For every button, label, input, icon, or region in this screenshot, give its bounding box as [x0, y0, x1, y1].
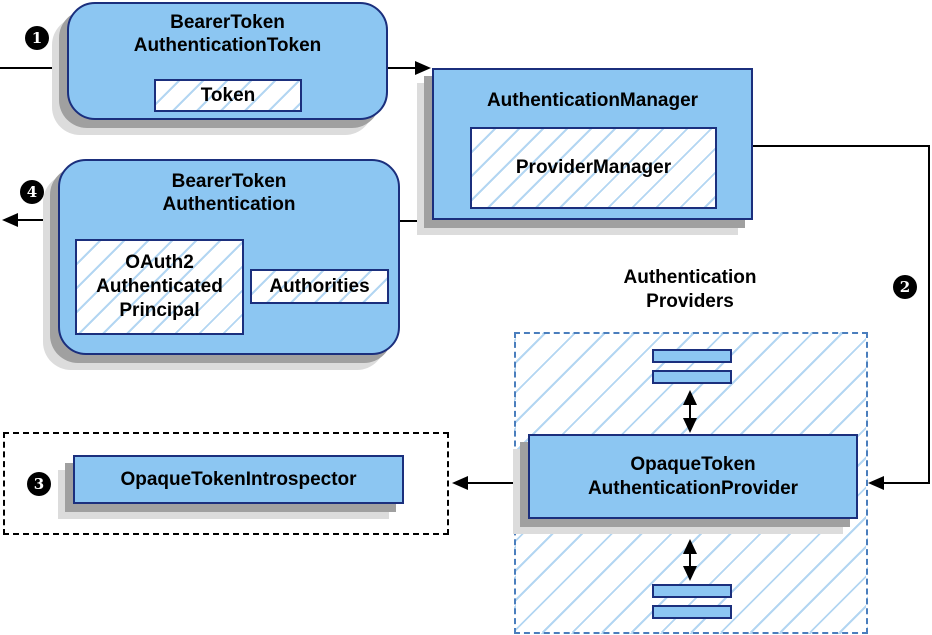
other-provider-bar	[652, 370, 732, 384]
step-1-number: 1	[31, 29, 43, 47]
double-arrow-top-down-icon	[683, 418, 697, 433]
opaque-token-authentication-provider-box: OpaqueToken AuthenticationProvider	[528, 434, 858, 519]
step-4-badge: 4	[20, 180, 44, 204]
title-line-2: AuthenticationToken	[133, 35, 322, 57]
title-line-2: Authentication	[162, 194, 296, 216]
manager-to-provider-line	[753, 145, 930, 484]
step-2-number: 2	[899, 278, 911, 296]
principal-line-1: OAuth2	[125, 252, 194, 274]
authorities-label: Authorities	[269, 275, 370, 297]
double-arrow-top-up-icon	[683, 390, 697, 405]
step-3-badge: 3	[27, 472, 51, 496]
arrowhead-into-manager-icon	[415, 61, 431, 75]
double-arrow-bottom-up-icon	[683, 539, 697, 554]
token-chip: Token	[154, 79, 302, 112]
provider-manager-label: ProviderManager	[515, 157, 672, 179]
bearer-token-authentication-title: BearerToken Authentication	[60, 170, 398, 216]
step-2-badge: 2	[893, 275, 917, 299]
title-line-1: BearerToken	[171, 171, 287, 192]
arrowhead-into-introspector-icon	[452, 476, 468, 490]
provider-title-line-1: OpaqueToken	[630, 454, 756, 476]
bearer-token-authentication-token-box: BearerToken AuthenticationToken Token	[67, 2, 388, 120]
authentication-providers-label: Authentication Providers	[565, 266, 815, 314]
step-3-number: 3	[33, 475, 45, 493]
step-4-number: 4	[26, 183, 38, 201]
step-1-badge: 1	[25, 26, 49, 50]
opaque-token-introspector-box: OpaqueTokenIntrospector	[73, 455, 404, 504]
double-arrow-bottom-down-icon	[683, 566, 697, 581]
oauth2-authenticated-principal-chip: OAuth2 Authenticated Principal	[75, 239, 244, 335]
provider-title-line-2: AuthenticationProvider	[587, 477, 799, 499]
arrowhead-into-provider-icon	[868, 476, 884, 490]
authentication-manager-box: AuthenticationManager ProviderManager	[432, 68, 753, 220]
other-provider-bar	[652, 584, 732, 598]
opaque-token-introspector-label: OpaqueTokenIntrospector	[120, 468, 357, 490]
bearer-token-authentication-box: BearerToken Authentication OAuth2 Authen…	[58, 159, 400, 355]
providers-zone-content: OpaqueToken AuthenticationProvider	[514, 332, 868, 634]
label-line-1: Authentication	[623, 267, 757, 288]
token-label: Token	[200, 84, 256, 106]
introspector-zone-content: OpaqueTokenIntrospector	[3, 432, 449, 535]
label-line-2: Providers	[646, 290, 734, 312]
principal-line-3: Principal	[119, 299, 200, 321]
principal-line-2: Authenticated	[96, 276, 223, 298]
bearer-token-authentication-token-title: BearerToken AuthenticationToken	[69, 11, 386, 57]
arrowhead-out-left-icon	[2, 213, 18, 227]
title-line-1: BearerToken	[170, 12, 285, 33]
other-provider-bar	[652, 349, 732, 363]
authorities-chip: Authorities	[250, 269, 389, 304]
provider-manager-chip: ProviderManager	[470, 127, 717, 209]
other-provider-bar	[652, 605, 732, 619]
title-line-1: AuthenticationManager	[486, 90, 699, 111]
authentication-manager-title: AuthenticationManager	[434, 89, 751, 112]
